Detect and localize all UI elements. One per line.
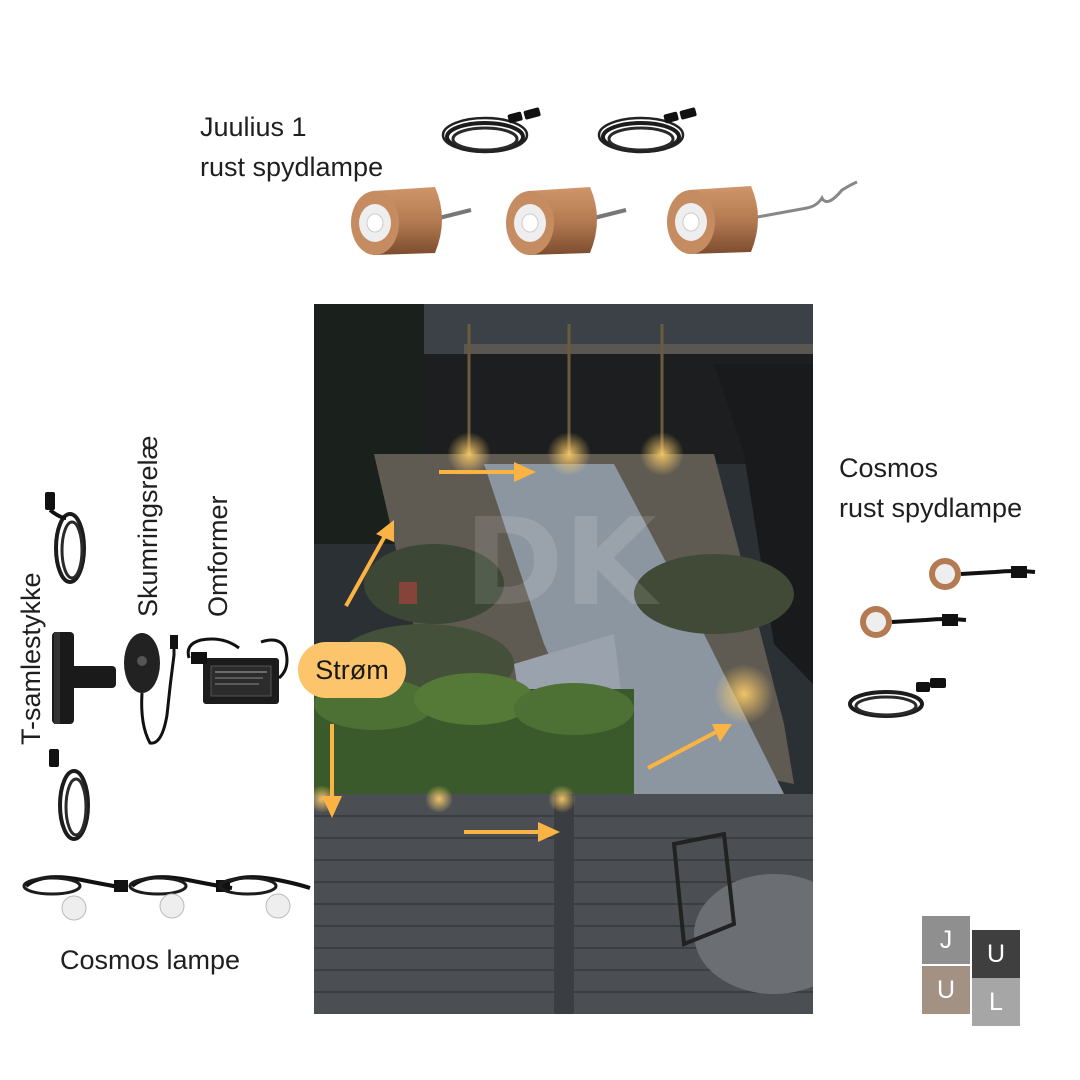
logo-letter-l: L <box>972 978 1020 1026</box>
cable-icon <box>49 749 90 841</box>
spike-lamp-icon <box>667 180 858 254</box>
cosmos-lampe-label: Cosmos lampe <box>60 945 241 975</box>
juul-logo: J U U L <box>922 916 1022 1028</box>
cable-icon <box>45 492 86 584</box>
cosmos-rust-title-line2: rust spydlampe <box>839 493 1023 523</box>
omformer-label: Omformer <box>203 495 233 618</box>
logo-letter-u2: U <box>922 966 970 1014</box>
spike-lamp-icon <box>506 187 627 255</box>
t-connector-icon <box>52 632 116 724</box>
cable-icon <box>848 678 946 718</box>
logo-letter-u1: U <box>972 930 1020 978</box>
logo-letter-j: J <box>922 916 970 964</box>
transformer-icon <box>186 637 289 704</box>
garden-photo: DK <box>314 304 813 1014</box>
strom-badge: Strøm <box>298 642 406 698</box>
juulius-title-line1: Juulius 1 <box>200 112 307 142</box>
cable-icon <box>597 107 697 154</box>
spike-lamp-icon <box>929 558 1036 590</box>
skumringsrelae-label: Skumringsrelæ <box>133 435 163 617</box>
cosmos-lamp-icon <box>22 875 311 921</box>
svg-text:DK: DK <box>464 494 661 633</box>
spike-lamp-icon <box>860 606 967 638</box>
juulius-title-line2: rust spydlampe <box>200 152 384 182</box>
dusk-relay-icon <box>124 633 178 745</box>
spike-lamp-icon <box>351 187 472 255</box>
cosmos-rust-title-line1: Cosmos <box>839 453 939 483</box>
cable-icon <box>441 107 541 154</box>
